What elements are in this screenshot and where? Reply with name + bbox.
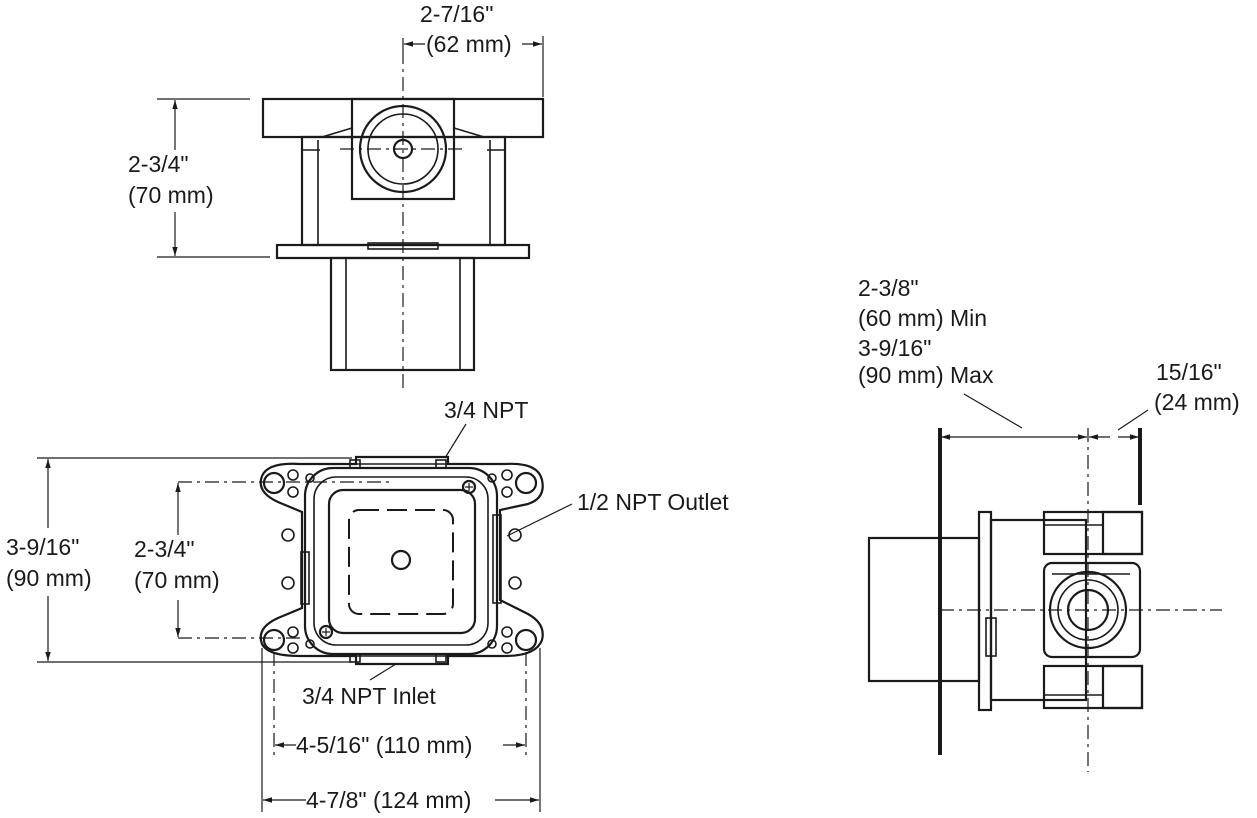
front-view: 3-9/16" (90 mm) 2-3/4" (70 mm) 3/4 NPT 1…	[6, 397, 729, 813]
inner-height-dim-mm: (70 mm)	[134, 567, 220, 593]
top-port-label: 3/4 NPT	[444, 397, 528, 423]
top-view: 2-7/16" (62 mm) 2-3/4" (70 mm)	[128, 1, 545, 392]
depth-min-mm: (60 mm) Min	[858, 305, 987, 331]
inner-height-dim-inch: 2-3/4"	[134, 536, 195, 562]
valve-body	[300, 466, 502, 656]
offset-dim-inch: 15/16"	[1156, 359, 1222, 385]
top-height-dimension: 2-3/4" (70 mm)	[128, 98, 270, 258]
center-port	[390, 549, 412, 571]
top-width-dimension: 2-7/16" (62 mm)	[402, 1, 544, 97]
top-width-dim-mm: (62 mm)	[426, 31, 512, 57]
side-view-body	[867, 510, 1144, 712]
depth-max-mm: (90 mm) Max	[858, 362, 994, 388]
outer-width-dim-label: 4-7/8" (124 mm)	[306, 787, 471, 813]
outer-height-dim-inch: 3-9/16"	[6, 534, 79, 560]
offset-dim-mm: (24 mm)	[1154, 389, 1240, 415]
top-height-dim-mm: (70 mm)	[128, 182, 214, 208]
inlet-label: 3/4 NPT Inlet	[302, 683, 436, 709]
depth-min-inch: 2-3/8"	[858, 275, 919, 301]
assembly-screw-icon	[318, 479, 477, 640]
offset-dimension: 15/16" (24 mm)	[1089, 359, 1240, 440]
outer-height-dim-mm: (90 mm)	[6, 565, 92, 591]
top-width-dim-inch: 2-7/16"	[420, 1, 493, 27]
inner-width-dimension: 4-5/16" (110 mm)	[273, 652, 527, 760]
inlet-callout: 3/4 NPT Inlet	[302, 663, 436, 709]
inner-height-dimension: 2-3/4" (70 mm)	[134, 483, 220, 637]
outer-height-dimension: 3-9/16" (90 mm)	[6, 457, 352, 663]
inner-width-dim-label: 4-5/16" (110 mm)	[296, 732, 472, 758]
bracket-mounting-holes	[262, 469, 538, 654]
depth-dimension: 2-3/8" (60 mm) Min 3-9/16" (90 mm) Max	[858, 275, 1087, 440]
top-port-callout: 3/4 NPT	[444, 397, 528, 459]
depth-max-inch: 3-9/16"	[858, 335, 931, 361]
side-view: 2-3/8" (60 mm) Min 3-9/16" (90 mm) Max 1…	[858, 275, 1240, 772]
outer-width-dimension: 4-7/8" (124 mm)	[261, 648, 541, 813]
outlet-label: 1/2 NPT Outlet	[577, 489, 729, 515]
top-height-dim-inch: 2-3/4"	[128, 151, 189, 177]
outlet-callout: 1/2 NPT Outlet	[506, 489, 729, 537]
